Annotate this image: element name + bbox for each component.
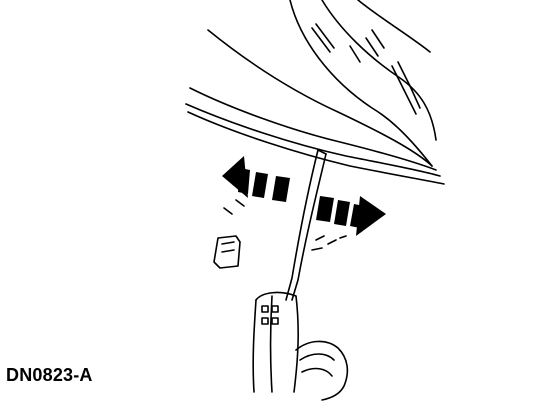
arrow-right-icon (316, 196, 386, 236)
figure-code-label: DN0823-A (6, 365, 93, 385)
arrow-left-icon (222, 156, 290, 202)
trim-tool-handle (252, 291, 299, 393)
clip (213, 199, 245, 269)
trim-tool-blade (285, 149, 327, 301)
motion-dashes (311, 235, 347, 251)
hand (295, 340, 349, 401)
body-panel (185, 0, 445, 185)
